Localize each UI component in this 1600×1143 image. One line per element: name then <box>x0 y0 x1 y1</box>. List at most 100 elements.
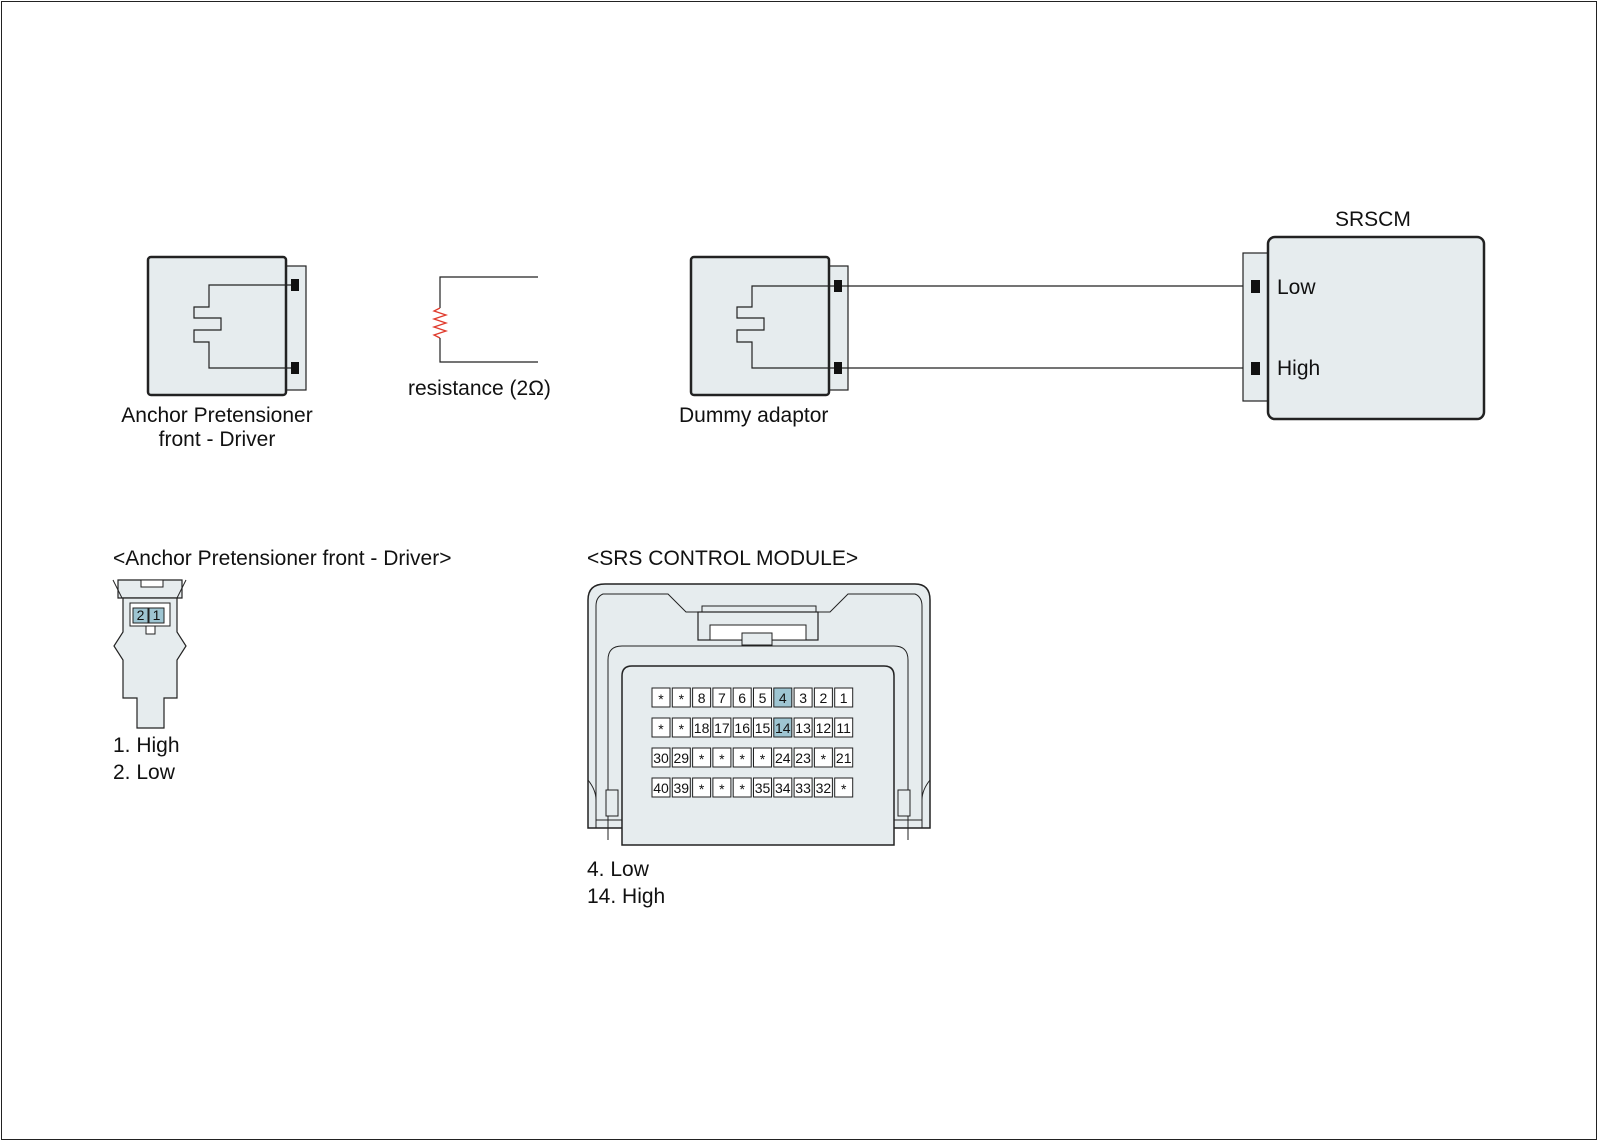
srs-pin-cell <box>753 717 772 738</box>
srs-pin-label: 15 <box>755 720 771 736</box>
srs-pin-label: 8 <box>698 690 706 706</box>
srs-pin-label: * <box>699 781 705 797</box>
srs-pin-cell <box>793 717 813 738</box>
anchor-pin-2 <box>132 607 149 624</box>
srs-pin-cell <box>834 777 854 798</box>
srs-pin-cell <box>692 687 712 708</box>
srs-pin-cell <box>834 687 854 708</box>
srs-pin-label: * <box>719 751 725 767</box>
srs-pin-cell <box>651 777 671 798</box>
srs-pin-cell <box>813 777 833 798</box>
srscm-component <box>1242 235 1486 421</box>
anchor-pin-notes: 1. High 2. Low <box>113 732 180 786</box>
anchor-pretensioner-component <box>146 255 307 397</box>
anchor-label-line1: Anchor Pretensioner <box>121 404 313 427</box>
srs-pin-cell <box>813 747 833 768</box>
srs-pin-label: * <box>821 751 827 767</box>
srs-pin-cell <box>692 777 712 798</box>
srscm-terminal-high <box>1251 362 1260 375</box>
srs-pin-cell <box>732 777 752 798</box>
srs-pin-label: * <box>699 751 705 767</box>
srs-pin-label: 6 <box>738 690 746 706</box>
anchor-pin-label: 1 <box>153 607 161 623</box>
srs-pin-label: 24 <box>775 750 791 766</box>
srs-pin-cell <box>651 717 671 738</box>
srs-pin-label: 32 <box>816 780 832 796</box>
srs-pin-label: 5 <box>759 690 767 706</box>
srs-pin-label: 21 <box>836 750 852 766</box>
srs-pin-cell <box>793 687 813 708</box>
srs-pin-cell <box>834 717 854 738</box>
anchor-terminal-upper <box>291 279 299 291</box>
srs-pin-label: * <box>739 751 745 767</box>
srs-pin-label: 12 <box>816 720 832 736</box>
srs-pin-label: 16 <box>734 720 750 736</box>
srs-pin-label: 4 <box>779 690 787 706</box>
srs-pin-cell <box>753 777 772 798</box>
srs-pin-cell <box>834 747 854 768</box>
srs-pin-label: * <box>679 721 685 737</box>
srs-pin-label: * <box>658 721 664 737</box>
srs-pin-label: 30 <box>653 750 669 766</box>
srs-pin-cell <box>813 717 833 738</box>
srs-pin-label: 35 <box>755 780 771 796</box>
srs-pin-note: 14. High <box>587 885 666 908</box>
srs-pin-cell <box>793 777 813 798</box>
srs-pin-label: 40 <box>653 780 669 796</box>
anchor-connector-title: <Anchor Pretensioner front - Driver> <box>113 547 452 570</box>
srs-pin-label: 2 <box>820 690 828 706</box>
srs-module-title: <SRS CONTROL MODULE> <box>587 547 859 570</box>
srs-pin-label: 14 <box>775 720 791 736</box>
anchor-pin-note: 1. High <box>113 734 180 757</box>
srs-pin-note: 4. Low <box>587 858 649 881</box>
srs-pin-cell <box>692 717 712 738</box>
srs-pin-label: 7 <box>718 690 726 706</box>
srs-pin-label: * <box>739 781 745 797</box>
srs-pin-cell <box>732 747 752 768</box>
srs-pin-cell <box>773 777 793 798</box>
srs-pin-label: 13 <box>795 720 811 736</box>
srs-pin-label: * <box>760 751 766 767</box>
srs-pin-cell <box>712 717 732 738</box>
srs-pin-cell <box>692 747 712 768</box>
srs-pin-cell <box>671 777 691 798</box>
dummy-adaptor-label: Dummy adaptor <box>679 404 829 427</box>
srs-pin-cell <box>651 747 671 768</box>
srs-pin-cell <box>671 747 691 768</box>
srs-pin-cell <box>813 687 833 708</box>
srs-pin-cell <box>793 747 813 768</box>
srscm-high-label: High <box>1277 357 1321 380</box>
srs-pin-cell <box>671 717 691 738</box>
srs-pin-label: 17 <box>714 720 730 736</box>
anchor-pin-1 <box>148 607 165 624</box>
srscm-terminal-low <box>1251 280 1260 293</box>
srs-pin-label: * <box>719 781 725 797</box>
anchor-pretensioner-label: Anchor Pretensioner front - Driver <box>106 404 328 452</box>
srs-pin-label: 33 <box>795 780 811 796</box>
srs-pin-label: 39 <box>674 780 690 796</box>
srs-pin-cell <box>712 777 732 798</box>
srs-pin-label: 1 <box>840 690 848 706</box>
anchor-pin-note: 2. Low <box>113 761 175 784</box>
srs-pin-notes: 4. Low 14. High <box>587 856 665 910</box>
resistance-label: resistance (2Ω) <box>408 377 551 400</box>
srs-pin-label: 23 <box>795 750 811 766</box>
srs-pin-label: * <box>679 691 685 707</box>
dummy-terminal-upper <box>834 280 842 292</box>
srscm-low-label: Low <box>1277 276 1316 299</box>
srs-pin-cell <box>773 747 793 768</box>
srs-pin-cell <box>732 717 752 738</box>
anchor-label-line2: front - Driver <box>158 428 276 451</box>
srs-pin-cell <box>773 687 793 708</box>
anchor-terminal-lower <box>291 362 299 374</box>
srs-pin-cell <box>753 747 772 768</box>
srs-pin-label: * <box>658 691 664 707</box>
srs-pin-cell <box>651 687 671 708</box>
srs-pin-label: 29 <box>674 750 690 766</box>
srs-pin-cell <box>773 717 793 738</box>
dummy-adaptor-component <box>689 255 849 397</box>
srs-pin-label: 3 <box>799 690 807 706</box>
